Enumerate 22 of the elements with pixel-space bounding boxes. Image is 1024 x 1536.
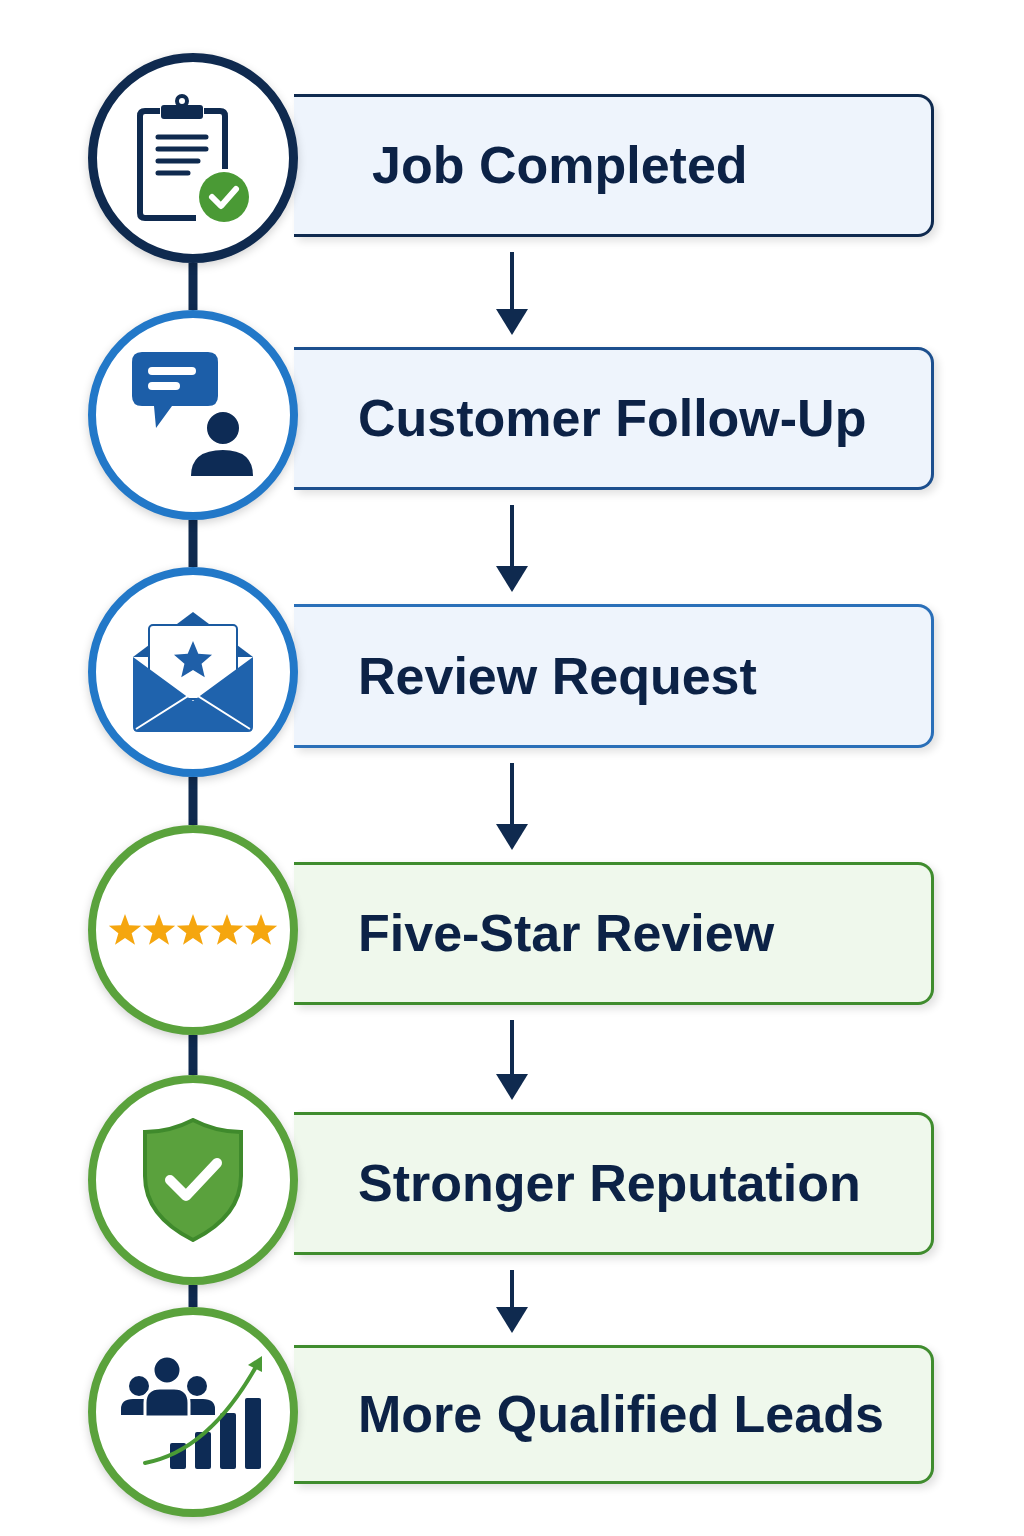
connector-line xyxy=(188,263,198,310)
arrow xyxy=(496,1020,528,1100)
step-box xyxy=(294,1345,934,1484)
step-box xyxy=(294,1112,934,1255)
arrow xyxy=(496,505,528,592)
step-label: Stronger Reputation xyxy=(358,1153,861,1214)
connector-line xyxy=(188,1285,198,1307)
step-label: More Qualified Leads xyxy=(358,1384,884,1445)
step-label: Review Request xyxy=(358,645,757,707)
step-label: Five-Star Review xyxy=(358,903,775,964)
connector-line xyxy=(188,1035,198,1075)
connector-line xyxy=(188,777,198,825)
arrow xyxy=(496,1270,528,1333)
connector-line xyxy=(188,520,198,567)
step-label: Customer Follow-Up xyxy=(358,388,867,449)
step-box xyxy=(294,862,934,1005)
step-box xyxy=(294,347,934,490)
step-label: Job Completed xyxy=(372,135,748,196)
arrow xyxy=(496,252,528,335)
arrow xyxy=(496,763,528,850)
step-box xyxy=(294,94,934,237)
step-box xyxy=(294,604,934,748)
